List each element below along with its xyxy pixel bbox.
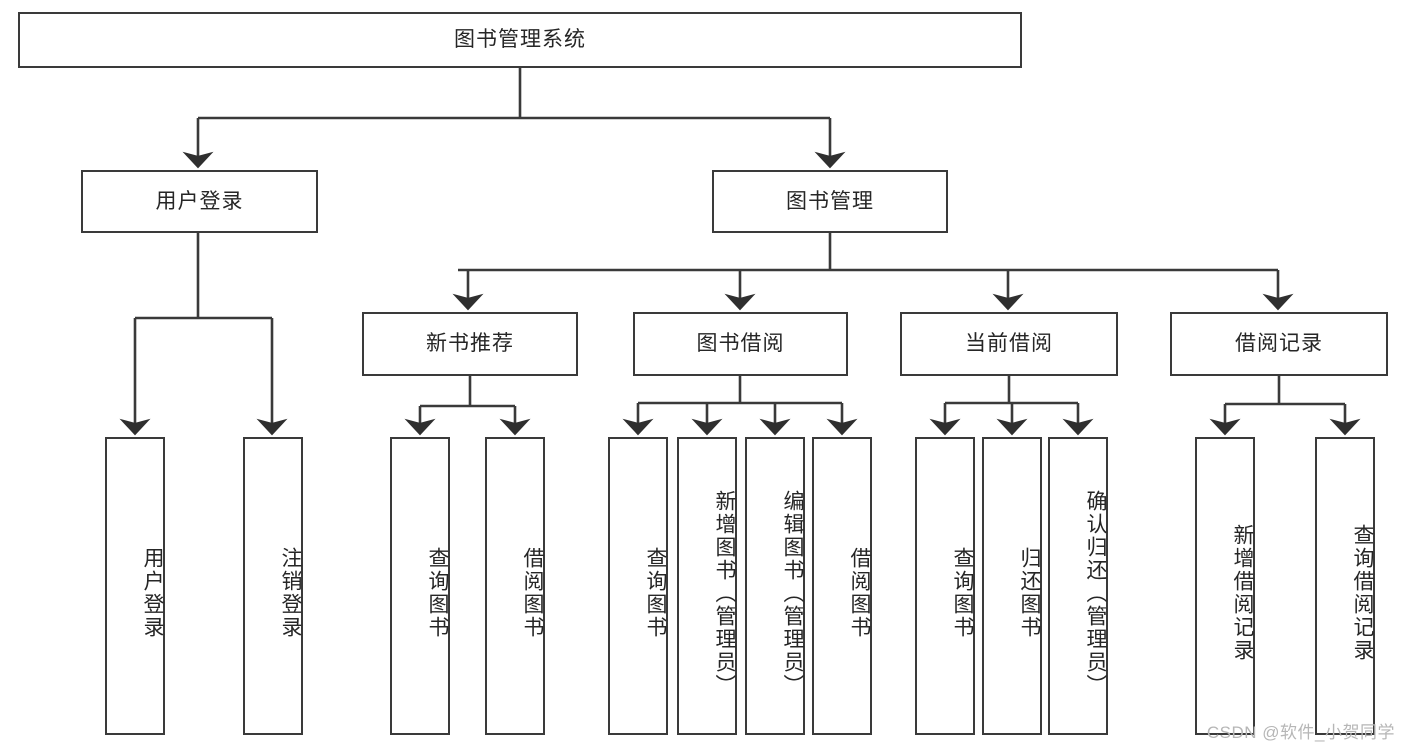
node-borrow-record[interactable]: 借阅记录 bbox=[1170, 312, 1388, 376]
leaf-label: 新增图书（管理员） bbox=[713, 489, 736, 697]
leaf-recommend-query-book[interactable]: 查询图书 bbox=[390, 437, 450, 735]
csdn-watermark: CSDN @软件_小贺同学 bbox=[1206, 723, 1395, 742]
leaf-current-confirm-return-admin[interactable]: 确认归还（管理员） bbox=[1048, 437, 1108, 735]
leaf-borrow-edit-book-admin[interactable]: 编辑图书（管理员） bbox=[745, 437, 805, 735]
leaf-borrow-add-book-admin[interactable]: 新增图书（管理员） bbox=[677, 437, 737, 735]
leaf-current-query-book[interactable]: 查询图书 bbox=[915, 437, 975, 735]
leaf-borrow-query-book[interactable]: 查询图书 bbox=[608, 437, 668, 735]
node-new-book-recommend[interactable]: 新书推荐 bbox=[362, 312, 578, 376]
node-user-login[interactable]: 用户登录 bbox=[81, 170, 318, 233]
leaf-label: 用户登录 bbox=[141, 547, 164, 639]
leaf-label: 查询图书 bbox=[426, 547, 449, 639]
node-current-borrow[interactable]: 当前借阅 bbox=[900, 312, 1118, 376]
leaf-label: 新增借阅记录 bbox=[1231, 524, 1254, 662]
leaf-user-login-logout[interactable]: 注销登录 bbox=[243, 437, 303, 735]
leaf-label: 查询图书 bbox=[951, 547, 974, 639]
leaf-record-query-record[interactable]: 查询借阅记录 bbox=[1315, 437, 1375, 735]
leaf-label: 查询借阅记录 bbox=[1351, 524, 1374, 662]
leaf-current-return-book[interactable]: 归还图书 bbox=[982, 437, 1042, 735]
leaf-label: 编辑图书（管理员） bbox=[781, 489, 804, 697]
node-book-management[interactable]: 图书管理 bbox=[712, 170, 948, 233]
leaf-label: 归还图书 bbox=[1018, 547, 1041, 639]
node-book-borrow[interactable]: 图书借阅 bbox=[633, 312, 848, 376]
leaf-recommend-borrow-book[interactable]: 借阅图书 bbox=[485, 437, 545, 735]
leaf-borrow-borrow-book[interactable]: 借阅图书 bbox=[812, 437, 872, 735]
leaf-record-add-record[interactable]: 新增借阅记录 bbox=[1195, 437, 1255, 735]
leaf-label: 借阅图书 bbox=[848, 547, 871, 639]
leaf-label: 查询图书 bbox=[644, 547, 667, 639]
leaf-label: 确认归还（管理员） bbox=[1084, 489, 1107, 697]
leaf-label: 注销登录 bbox=[279, 547, 302, 639]
leaf-label: 借阅图书 bbox=[521, 547, 544, 639]
leaf-user-login-login[interactable]: 用户登录 bbox=[105, 437, 165, 735]
node-root-system[interactable]: 图书管理系统 bbox=[18, 12, 1022, 68]
